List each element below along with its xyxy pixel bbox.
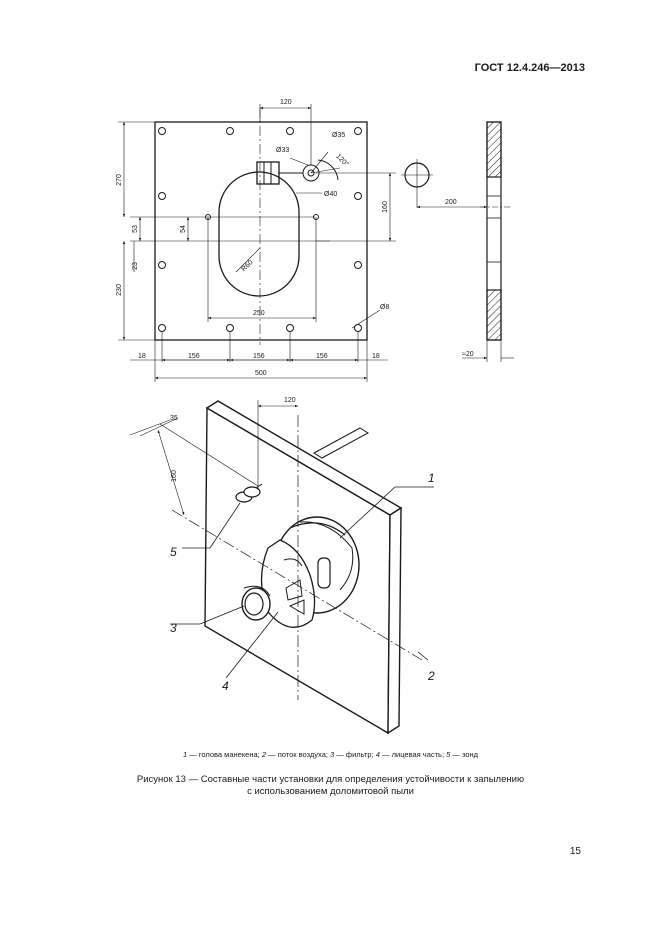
dim-dia-40: Ø40 [324,191,337,198]
iso-callouts: 1 2 3 4 5 [170,471,435,693]
iso-dim-120: 120 [284,397,296,404]
side-view [401,121,514,362]
bolt-holes [158,127,362,332]
callout-2: 2 [427,669,435,683]
dim-h-53: 53 [132,225,139,233]
callout-4: 4 [222,679,229,693]
dim-h-230: 230 [116,284,123,296]
caption-line-2: с использованием доломитовой пыли [247,786,414,797]
iso-filter [241,587,271,621]
dim-b-156-a: 156 [188,353,200,360]
probe-fitting [256,151,341,185]
figure-caption: Рисунок 13 — Составные части установки д… [0,774,661,798]
caption-line-1: Рисунок 13 — Составные части установки д… [136,774,525,785]
dim-dia-8: Ø8 [380,304,389,311]
isometric-view [129,400,434,735]
dim-120-top: 120 [280,99,292,106]
iso-dim-35: 35 [170,415,178,422]
dim-dia-33: Ø33 [276,147,289,154]
standard-number: ГОСТ 12.4.246—2013 [474,62,585,74]
dim-dia-35: Ø35 [332,132,345,139]
dim-h-54: 54 [180,225,187,233]
dim-w-250: 250 [253,310,265,317]
figure-legend: 1 — голова манекена; 2 — поток воздуха; … [182,750,479,759]
plate-outline [154,121,368,341]
dim-b-18-right: 18 [372,353,380,360]
iso-dim-160: 160 [171,470,178,482]
callout-1: 1 [428,471,435,485]
plan-view [118,104,396,382]
dim-h-23: 23 [132,262,139,270]
dim-b-156-b: 156 [253,353,265,360]
page-number: 15 [569,846,581,857]
dim-b-18-left: 18 [138,353,146,360]
dim-r-60: R60 [240,259,254,273]
iso-dimension-labels: 120 35 160 [170,397,296,482]
callout-3: 3 [170,621,177,635]
dim-200: 200 [445,199,457,206]
dim-b-500: 500 [255,370,267,377]
dim-angle-120: 120° [334,152,350,168]
plan-dimension-labels: 120 Ø35 Ø33 120° Ø40 Ø8 270 53 54 23 230… [116,99,389,377]
dim-h-160: 160 [382,201,389,213]
oval-opening [218,171,300,297]
dim-thick-20: ≈20 [462,351,474,358]
dim-b-156-c: 156 [316,353,328,360]
callout-5: 5 [170,545,177,559]
dim-h-270: 270 [116,174,123,186]
